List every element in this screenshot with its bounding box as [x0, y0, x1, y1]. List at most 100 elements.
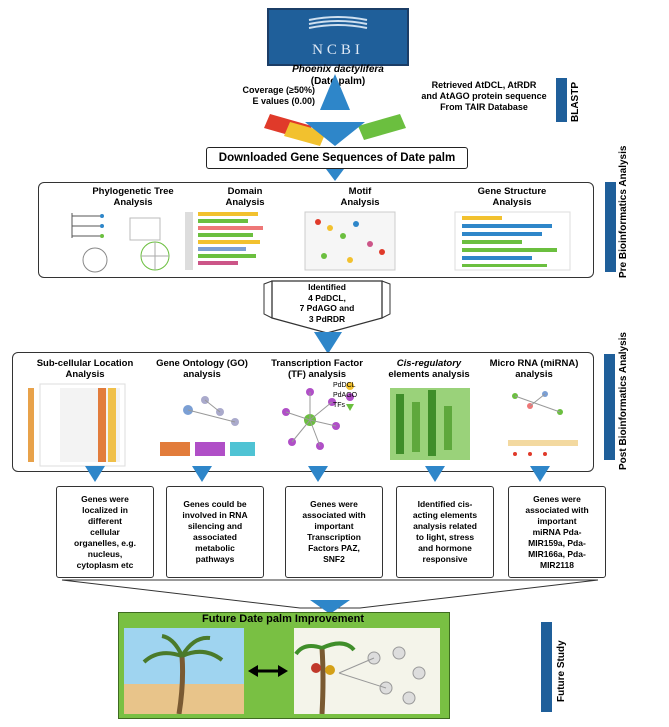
merge-arrows: [264, 74, 406, 146]
finding-subcell-l6: nucleus,: [87, 548, 123, 559]
finding-tf-l3: important: [314, 521, 354, 531]
subcell-title: Sub-cellular Location Analysis: [30, 358, 140, 380]
finding-mirna-l1: Genes were: [533, 493, 581, 504]
yellow-arrow: [284, 122, 326, 146]
domain-title-2: Analysis: [225, 197, 265, 208]
finding-subcell-l5: organelles, e.g.: [74, 537, 136, 548]
small-down-arrow-1: [326, 169, 344, 181]
domain-title: Domain Analysis: [200, 186, 290, 208]
gene-structure-title-2: Analysis: [492, 197, 532, 208]
finding-cis-l6: responsive: [422, 554, 468, 564]
motif-title-1: Motif: [348, 186, 372, 197]
go-title-1: Gene Ontology (GO): [156, 358, 248, 369]
cis-title-2: elements analysis: [388, 369, 470, 380]
tf-title-1: Transcription Factor: [271, 358, 363, 369]
finding-subcell-l4: cellular: [90, 526, 120, 537]
retrieved-text-3: From TAIR Database: [440, 102, 528, 112]
finding-mirna-l6: MIR166a, Pda-: [528, 548, 586, 559]
finding-cis-l3: analysis related: [413, 521, 477, 531]
blue-down-arrow-top: [320, 74, 350, 110]
cis-title: Cis-regulatory elements analysis: [384, 358, 474, 380]
phylo-title-2: Analysis: [113, 197, 153, 208]
go-thumb: [160, 396, 255, 456]
domain-thumb: [185, 212, 263, 270]
phylo-title: Phylogenetic Tree Analysis: [78, 186, 188, 208]
retrieved-text-2: and AtAGO protein sequence: [421, 91, 547, 101]
pre-label: Pre Bioinformatics Analysis: [618, 145, 629, 278]
finding-cis-l4: to light, stress: [415, 532, 475, 542]
phylo-title-1: Phylogenetic Tree: [92, 186, 174, 197]
finding-mirna: Genes were associated with important miR…: [508, 486, 606, 578]
finding-mirna-l4: miRNA Pda-: [532, 526, 582, 537]
phylo-tree-thumb: [71, 213, 170, 273]
findings-arrows: [85, 466, 550, 482]
identified-box-shape: [263, 280, 391, 334]
finding-mirna-l7: MIR2118: [539, 559, 575, 570]
blast-left-text: Coverage (≥50%) E values (0.00): [200, 85, 315, 107]
future-bar: [541, 622, 552, 712]
future-images: [124, 628, 440, 714]
mirna-title-2: analysis: [515, 369, 553, 380]
tf-legend: PdDCL PdAGO TFs: [333, 381, 357, 411]
finding-cis: Identified cis- acting elements analysis…: [396, 486, 494, 578]
finding-subcell: Genes were localized in different cellul…: [56, 486, 154, 578]
green-arrow: [358, 114, 406, 140]
finding-cis-l2: acting elements: [412, 510, 478, 520]
finding-mirna-l3: important: [537, 515, 577, 526]
finding-cis-l5: and hormone: [418, 543, 472, 553]
species-name: Phoenix dactylifera: [292, 64, 384, 75]
finding-subcell-l1: Genes were: [81, 493, 129, 504]
finding-go-l2: involved in RNA: [182, 510, 248, 520]
subcell-title-2: Analysis: [65, 369, 105, 380]
identified-l2: 4 PdDCL,: [308, 292, 346, 303]
evalue-text: E values (0.00): [252, 96, 315, 106]
tf-thumb: [282, 382, 354, 450]
pre-bar: [605, 182, 616, 272]
finding-tf-l6: SNF2: [323, 554, 345, 564]
future-label: Future Study: [556, 640, 567, 702]
post-bar: [604, 354, 615, 460]
tf-title-2: (TF) analysis: [287, 369, 347, 380]
finding-subcell-l7: cytoplasm etc: [76, 559, 134, 570]
domain-title-1: Domain: [227, 186, 263, 197]
finding-go-l6: pathways: [195, 554, 235, 564]
motif-title-2: Analysis: [340, 197, 380, 208]
gene-structure-title: Gene Structure Analysis: [462, 186, 562, 208]
mirna-title: Micro RNA (miRNA) analysis: [484, 358, 584, 380]
cis-thumb: [390, 388, 500, 460]
post-thumbnails: [28, 382, 578, 467]
finding-tf-l5: Factors PAZ,: [308, 543, 360, 553]
converge-arrow: [61, 579, 599, 614]
finding-subcell-l2: localized in: [82, 504, 128, 515]
tf-legend-ago: PdAGO: [333, 392, 358, 399]
finding-tf-l2: associated with: [302, 510, 366, 520]
tf-title: Transcription Factor (TF) analysis: [262, 358, 372, 380]
retrieved-text-1: Retrieved AtDCL, AtRDR: [431, 80, 537, 90]
finding-tf-l4: Transcription: [307, 532, 361, 542]
pre-thumbnails: [71, 211, 571, 273]
identified-l1: Identified: [308, 282, 346, 292]
gene-structure-thumb: [454, 211, 571, 271]
mirna-title-1: Micro RNA (miRNA): [489, 358, 579, 369]
desert-palm-image: [124, 628, 244, 714]
subcell-thumb: [28, 383, 126, 467]
post-label: Post Bioinformatics Analysis: [618, 332, 629, 470]
cis-title-1: Cis-regulatory: [396, 358, 462, 369]
tf-legend-dcl: PdDCL: [333, 382, 356, 389]
identified-l4: 3 PdRDR: [308, 313, 346, 324]
blue-merge-arrow: [305, 122, 365, 146]
down-arrow-2: [314, 332, 342, 354]
identified-l3: 7 PdAGO and: [299, 303, 355, 313]
blastp-label: BLASTP: [570, 82, 581, 122]
finding-go-l3: silencing and: [187, 521, 243, 531]
double-arrow-icon: [248, 665, 288, 677]
coverage-text: Coverage (≥50%): [242, 85, 315, 95]
go-title: Gene Ontology (GO) analysis: [152, 358, 252, 380]
ncbi-box: NCBI: [267, 8, 409, 66]
finding-tf-l1: Genes were: [310, 499, 358, 509]
tf-legend-tfs: TFs: [333, 402, 346, 409]
finding-mirna-l5: MIR159a, Pda-: [528, 537, 586, 548]
finding-go: Genes could be involved in RNA silencing…: [166, 486, 264, 578]
finding-subcell-l3: different: [87, 515, 122, 526]
finding-cis-l1: Identified cis-: [417, 499, 473, 509]
